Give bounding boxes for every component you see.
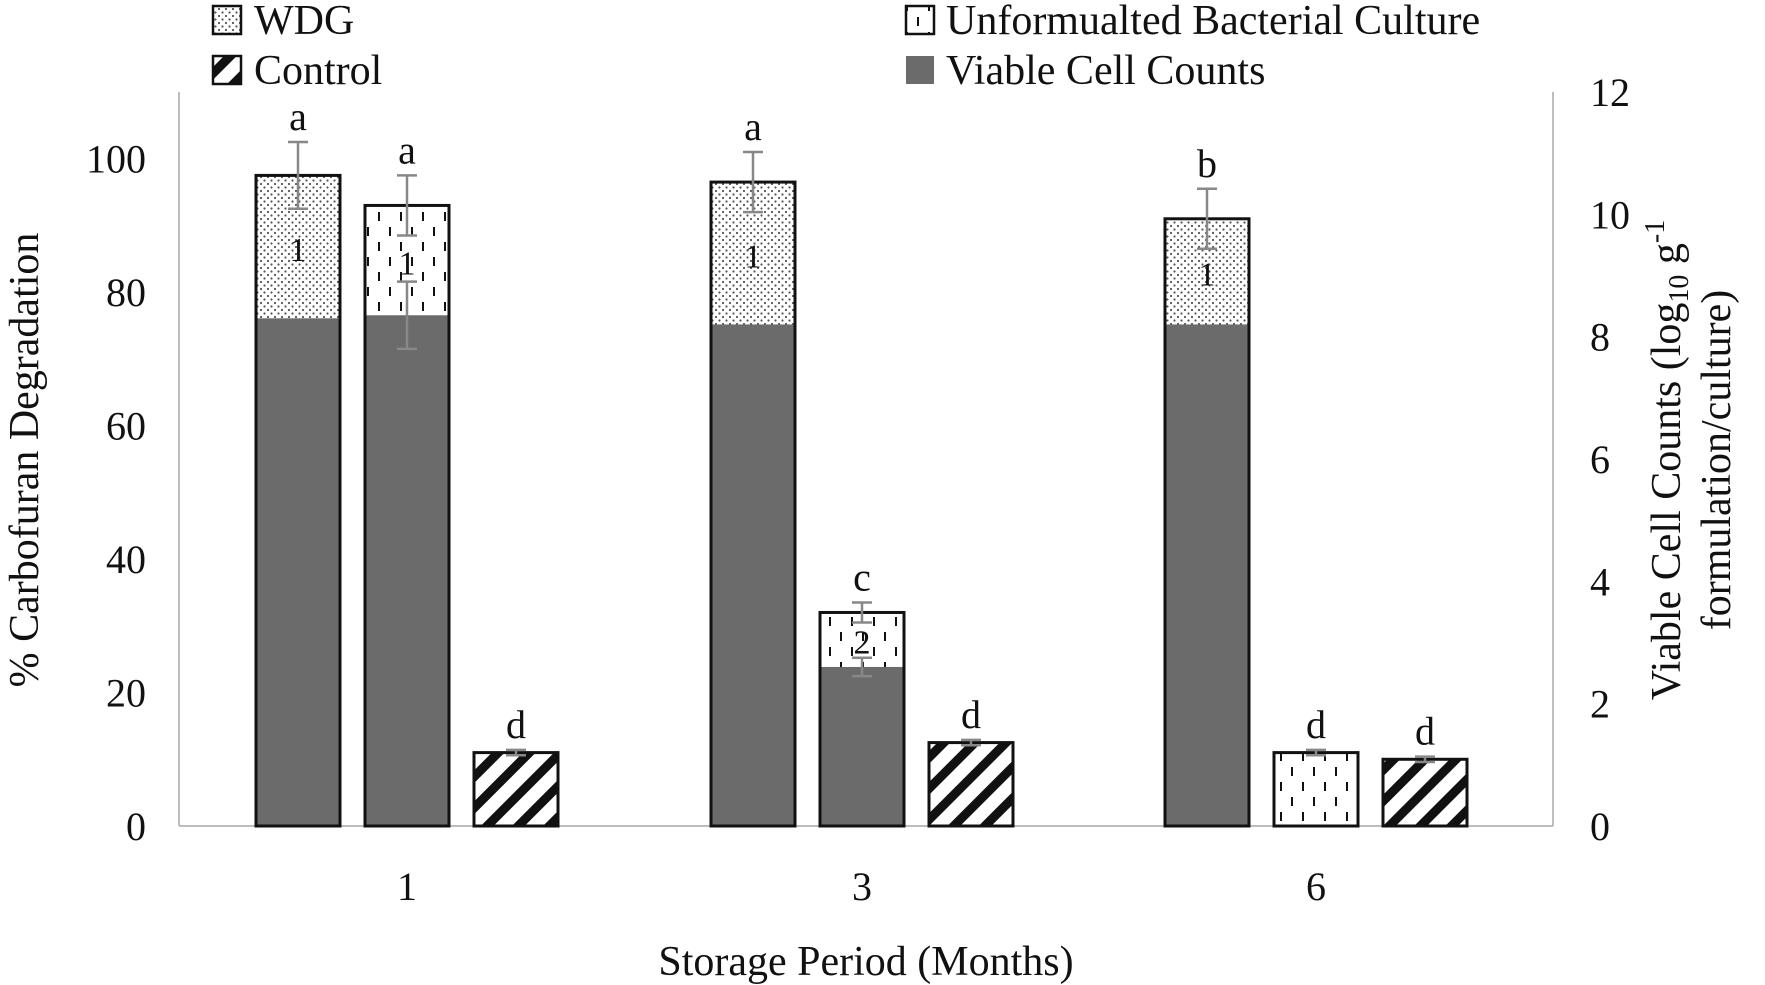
right-y-axis-title: Viable Cell Counts (log10 g-1: [1640, 220, 1695, 700]
left-y-tick-20: 20: [106, 671, 146, 716]
bar-month-6-control: [1383, 759, 1467, 826]
viable-bar-month-1-wdg: [256, 318, 340, 826]
viable-bar-month-3-wdg: [711, 324, 795, 826]
sig-letter-month-6-unformulated: d: [1306, 702, 1326, 747]
x-tick-1: 1: [397, 864, 417, 909]
rank-label-month-1-unformulated: 1: [399, 245, 416, 282]
legend-label-viable: Viable Cell Counts: [946, 48, 1265, 94]
bar-month-1-control: [474, 752, 558, 826]
rank-label-month-6-wdg: 1: [1199, 257, 1216, 294]
sig-letter-month-6-control: d: [1415, 709, 1435, 754]
right-y-title-unit: g: [1644, 243, 1690, 275]
x-axis-title: Storage Period (Months): [658, 939, 1073, 985]
x-tick-labels: 1 3 6: [397, 864, 1326, 909]
viable-bar-month-1-unformulated: [365, 315, 449, 826]
x-tick-6: 6: [1306, 864, 1326, 909]
bars: [254, 173, 1469, 828]
legend-label-unformulated: Unformualted Bacterial Culture: [946, 0, 1480, 44]
bar-month-3-control: [929, 742, 1013, 826]
right-y-title-main: Viable Cell Counts (log: [1644, 303, 1690, 701]
right-y-tick-6: 6: [1590, 437, 1610, 482]
rank-label-month-3-wdg: 1: [745, 238, 762, 275]
sig-letter-month-6-wdg: b: [1197, 141, 1217, 186]
right-y-title-subscript: 10: [1664, 275, 1695, 303]
viable-bar-month-6-wdg: [1165, 324, 1249, 826]
left-y-tick-60: 60: [106, 404, 146, 449]
legend-swatch-unformulated: [904, 4, 936, 36]
right-y-axis-title-line2: formulation/culture): [1694, 290, 1740, 631]
right-y-tick-8: 8: [1590, 315, 1610, 360]
left-y-tick-labels: 0 20 40 60 80 100: [86, 137, 146, 849]
sig-letter-month-1-control: d: [506, 702, 526, 747]
legend-label-control: Control: [254, 48, 382, 94]
sig-letter-month-3-unformulated: c: [853, 554, 871, 599]
sig-letter-month-3-control: d: [961, 692, 981, 737]
right-y-tick-2: 2: [1590, 682, 1610, 727]
left-y-axis-title: % Carbofuran Degradation: [2, 233, 48, 688]
sig-letter-month-1-wdg: a: [289, 94, 307, 139]
sig-letter-month-3-wdg: a: [744, 104, 762, 149]
right-y-tick-labels: 0 2 4 6 8 10 12: [1590, 70, 1630, 849]
right-y-title-superscript: -1: [1640, 220, 1671, 243]
legend-swatch-viable: [906, 56, 934, 84]
right-y-tick-4: 4: [1590, 559, 1610, 604]
sig-letter-month-1-unformulated: a: [398, 127, 416, 172]
rank-label-month-3-unformulated: 2: [854, 625, 871, 662]
viable-bar-month-3-unformulated: [820, 666, 904, 826]
right-y-tick-0: 0: [1590, 804, 1610, 849]
bar-month-6-unformulated: [1274, 752, 1358, 826]
rank-label-month-1-wdg: 1: [290, 232, 307, 269]
right-y-tick-10: 10: [1590, 192, 1630, 237]
left-y-tick-0: 0: [126, 804, 146, 849]
legend: WDG Unformualted Bacterial Culture Contr…: [211, 0, 1480, 94]
legend-swatch-wdg: [211, 4, 243, 36]
annotations: a 1 a 1 d a 1 c 2 d b 1 d d: [288, 94, 1435, 764]
x-tick-3: 3: [852, 864, 872, 909]
legend-label-wdg: WDG: [254, 0, 354, 44]
left-y-tick-100: 100: [86, 137, 146, 182]
legend-swatch-control: [211, 54, 243, 86]
left-y-tick-40: 40: [106, 537, 146, 582]
right-y-tick-12: 12: [1590, 70, 1630, 115]
left-y-tick-80: 80: [106, 270, 146, 315]
